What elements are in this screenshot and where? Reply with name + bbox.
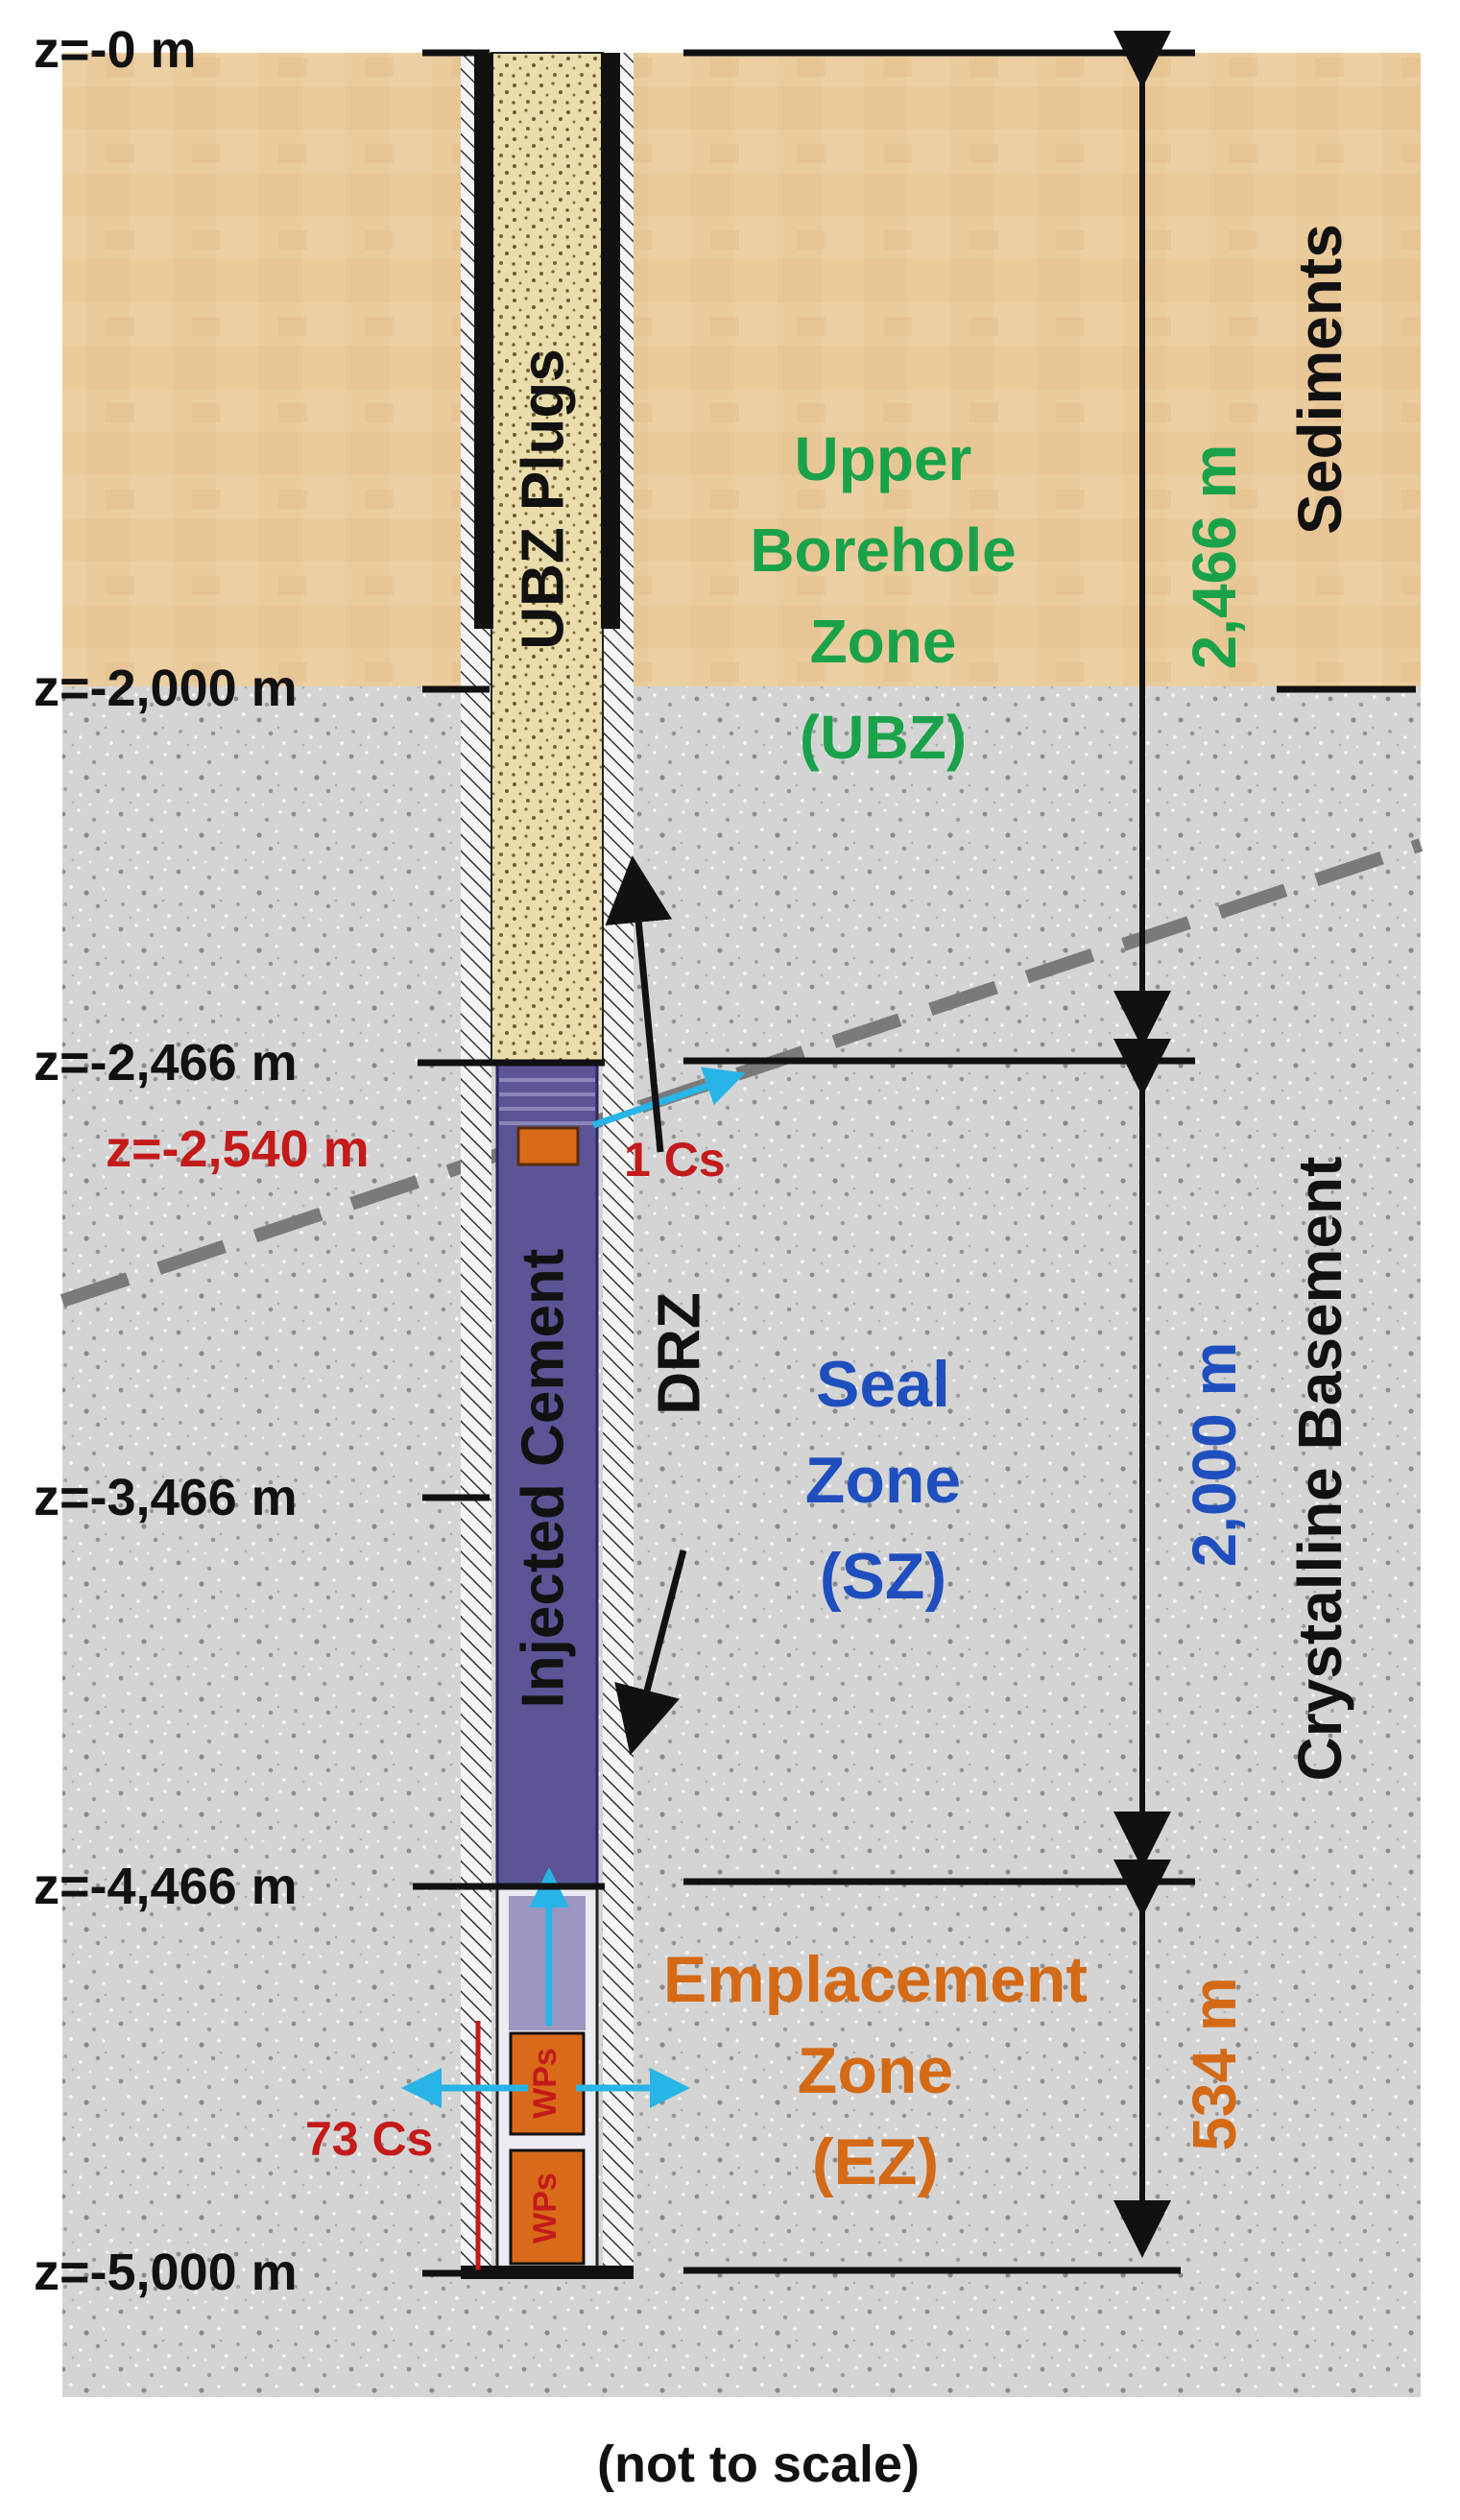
ubz-zone-line: Upper: [795, 424, 972, 493]
ubz-plug-column: [491, 52, 604, 1064]
drz-arrow-down: [614, 1549, 687, 1756]
depth-label-3466: z=-3,466 m: [34, 1469, 298, 1526]
sz-length-label: 2,000 m: [1180, 1342, 1249, 1568]
cs-source-box: [516, 1126, 580, 1166]
depth-label-5000: z=-5,000 m: [34, 2244, 298, 2301]
ubz-zone-line: Borehole: [750, 516, 1016, 585]
ubz-length-label: 2,466 m: [1180, 444, 1249, 670]
drz-arrow-up: [605, 855, 673, 1153]
depth-label-2000: z=-2,000 m: [34, 660, 298, 717]
depth-label-0: z=-0 m: [34, 21, 197, 79]
sz-zone-line: (SZ): [820, 1540, 946, 1613]
ez-zone-line: Emplacement: [663, 1943, 1088, 2016]
ez-length-label: 534 m: [1180, 1977, 1249, 2150]
casing-bar-left: [474, 53, 493, 629]
injected-cement-label: Injected Cement: [510, 1249, 576, 1709]
sz-zone-line: Zone: [805, 1444, 961, 1517]
ubz-plugs-label: UBZ Plugs: [510, 348, 576, 649]
ez-zone-line: (EZ): [812, 2125, 939, 2198]
not-to-scale-note: (not to scale): [597, 2436, 920, 2493]
casing-bar-right: [601, 53, 620, 629]
cement-column: [495, 1061, 599, 1888]
basement-label: Crystalline Basement: [1285, 1157, 1354, 1782]
cs-lower-label: 73 Cs: [305, 2112, 433, 2166]
drz-label: DRZ: [646, 1292, 712, 1414]
borehole-bottom: [461, 2266, 634, 2279]
ubz-zone-line: (UBZ): [800, 703, 967, 772]
waste-package-upper: [509, 2031, 586, 2136]
wp-label-lower: WPs: [527, 2172, 563, 2244]
depth-label-2540: z=-2,540 m: [106, 1120, 370, 1178]
ubz-zone-line: Zone: [810, 607, 957, 676]
basement-layer: [62, 686, 1421, 2397]
depth-label-4466: z=-4,466 m: [34, 1858, 298, 1915]
wp-label-upper: WPs: [527, 2048, 563, 2119]
sediment-layer: [62, 53, 1421, 686]
cs-upper-label: 1 Cs: [624, 1133, 726, 1187]
depth-label-2466: z=-2,466 m: [34, 1034, 298, 1092]
sediments-label: Sediments: [1285, 224, 1354, 535]
ez-zone-line: Zone: [798, 2034, 953, 2107]
waste-package-lower: [509, 2148, 586, 2266]
sz-zone-line: Seal: [816, 1348, 950, 1421]
migration-arrow-up-right: [591, 1067, 746, 1129]
